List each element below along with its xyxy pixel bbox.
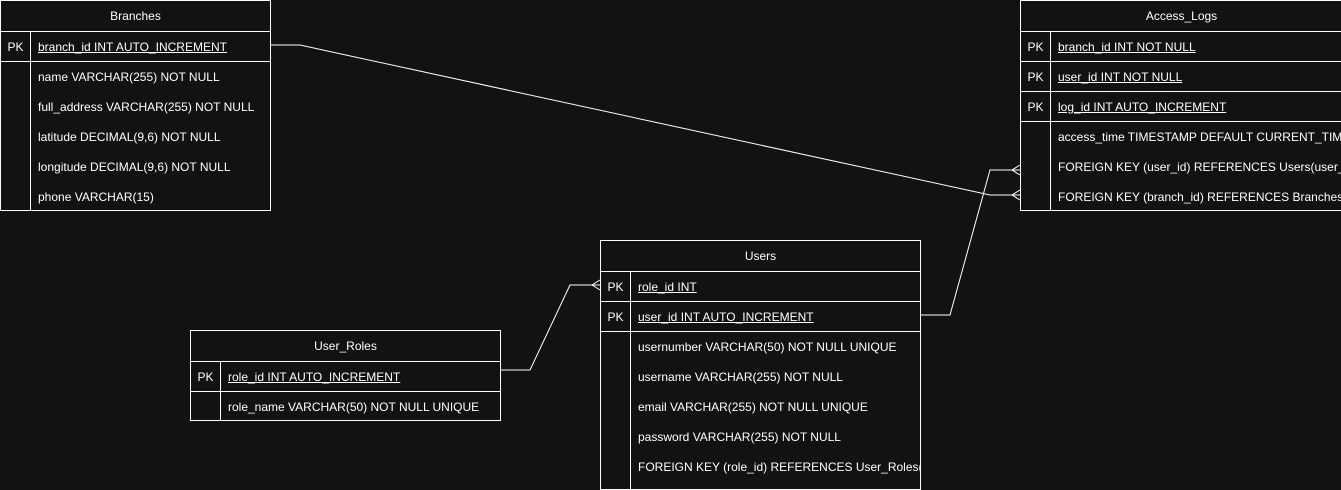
user-roles-to-users-connector[interactable]	[501, 284, 600, 371]
branches-pk-row[interactable]: PK branch_id INT AUTO_INCREMENT	[1, 32, 270, 62]
users-attr-row[interactable]: username VARCHAR(255) NOT NULL	[601, 362, 920, 392]
users-attr-row[interactable]: password VARCHAR(255) NOT NULL	[601, 422, 920, 452]
pk-label: PK	[1027, 70, 1044, 84]
users-table[interactable]: Users PK role_id INT PK user_id INT AUTO…	[600, 240, 921, 490]
access-logs-branch-id-field: branch_id INT NOT NULL	[1058, 40, 1196, 54]
access-logs-attr-row[interactable]: FOREIGN KEY (branch_id) REFERENCES Branc…	[1021, 182, 1341, 210]
branches-longitude-field: longitude DECIMAL(9,6) NOT NULL	[38, 160, 231, 174]
access-logs-access-time-field: access_time TIMESTAMP DEFAULT CURRENT_TI…	[1058, 130, 1341, 144]
user-roles-role-name-field: role_name VARCHAR(50) NOT NULL UNIQUE	[228, 400, 480, 414]
access-logs-fk-user-field: FOREIGN KEY (user_id) REFERENCES Users(u…	[1058, 160, 1341, 174]
users-to-access-logs-connector[interactable]	[921, 169, 1020, 316]
branches-latitude-field: latitude DECIMAL(9,6) NOT NULL	[38, 130, 221, 144]
many-crowfoot-icon	[591, 279, 601, 291]
users-attr-row[interactable]: usernumber VARCHAR(50) NOT NULL UNIQUE	[601, 332, 920, 362]
users-attr-row[interactable]: email VARCHAR(255) NOT NULL UNIQUE	[601, 392, 920, 422]
branches-attr-row[interactable]: latitude DECIMAL(9,6) NOT NULL	[1, 122, 270, 152]
user-roles-table[interactable]: User_Roles PK role_id INT AUTO_INCREMENT…	[190, 330, 501, 421]
branches-to-access-logs-connector[interactable]	[271, 44, 1020, 196]
users-username-field: username VARCHAR(255) NOT NULL	[638, 370, 843, 384]
user-roles-attr-row[interactable]: role_name VARCHAR(50) NOT NULL UNIQUE	[191, 392, 500, 420]
users-email-field: email VARCHAR(255) NOT NULL UNIQUE	[638, 400, 868, 414]
users-pk-row[interactable]: PK user_id INT AUTO_INCREMENT	[601, 302, 920, 332]
branches-attr-row[interactable]: longitude DECIMAL(9,6) NOT NULL	[1, 152, 270, 182]
pk-label: PK	[607, 280, 624, 294]
access-logs-attr-row[interactable]: access_time TIMESTAMP DEFAULT CURRENT_TI…	[1021, 122, 1341, 152]
branches-table[interactable]: Branches PK branch_id INT AUTO_INCREMENT…	[0, 0, 271, 211]
key-column-divider	[30, 32, 31, 210]
branches-title: Branches	[1, 1, 270, 32]
access-logs-log-id-field: log_id INT AUTO_INCREMENT	[1058, 100, 1227, 114]
access-logs-attr-row[interactable]: FOREIGN KEY (user_id) REFERENCES Users(u…	[1021, 152, 1341, 182]
key-column-divider	[630, 272, 631, 489]
branches-attr-row[interactable]: phone VARCHAR(15)	[1, 182, 270, 210]
pk-label: PK	[7, 40, 24, 54]
access-logs-pk-row[interactable]: PK log_id INT AUTO_INCREMENT	[1021, 92, 1341, 122]
users-password-field: password VARCHAR(255) NOT NULL	[638, 430, 841, 444]
key-column-divider	[220, 362, 221, 420]
users-title: Users	[601, 241, 920, 272]
access-logs-table[interactable]: Access_Logs PK branch_id INT NOT NULL PK…	[1020, 0, 1341, 211]
users-usernumber-field: usernumber VARCHAR(50) NOT NULL UNIQUE	[638, 340, 897, 354]
branches-full-address-field: full_address VARCHAR(255) NOT NULL	[38, 100, 255, 114]
access-logs-fk-branch-field: FOREIGN KEY (branch_id) REFERENCES Branc…	[1058, 190, 1341, 204]
access-logs-title: Access_Logs	[1021, 1, 1341, 32]
many-crowfoot-icon	[1011, 164, 1021, 176]
access-logs-pk-row[interactable]: PK user_id INT NOT NULL	[1021, 62, 1341, 92]
pk-label: PK	[197, 370, 214, 384]
branches-branch-id-field: branch_id INT AUTO_INCREMENT	[38, 40, 227, 54]
pk-label: PK	[1027, 40, 1044, 54]
users-role-id-field: role_id INT	[638, 280, 697, 294]
users-attr-row[interactable]: FOREIGN KEY (role_id) REFERENCES User_Ro…	[601, 452, 920, 482]
pk-label: PK	[1027, 100, 1044, 114]
users-pk-row[interactable]: PK role_id INT	[601, 272, 920, 302]
branches-attr-row[interactable]: full_address VARCHAR(255) NOT NULL	[1, 92, 270, 122]
key-column-divider	[1050, 32, 1051, 210]
branches-phone-field: phone VARCHAR(15)	[38, 190, 154, 204]
users-fk-role-field: FOREIGN KEY (role_id) REFERENCES User_Ro…	[638, 460, 920, 474]
user-roles-role-id-field: role_id INT AUTO_INCREMENT	[228, 370, 401, 384]
branches-attr-row[interactable]: name VARCHAR(255) NOT NULL	[1, 62, 270, 92]
pk-label: PK	[607, 310, 624, 324]
access-logs-pk-row[interactable]: PK branch_id INT NOT NULL	[1021, 32, 1341, 62]
access-logs-user-id-field: user_id INT NOT NULL	[1058, 70, 1183, 84]
user-roles-pk-row[interactable]: PK role_id INT AUTO_INCREMENT	[191, 362, 500, 392]
user-roles-title: User_Roles	[191, 331, 500, 362]
branches-name-field: name VARCHAR(255) NOT NULL	[38, 70, 220, 84]
many-crowfoot-icon	[1011, 189, 1021, 201]
users-user-id-field: user_id INT AUTO_INCREMENT	[638, 310, 814, 324]
